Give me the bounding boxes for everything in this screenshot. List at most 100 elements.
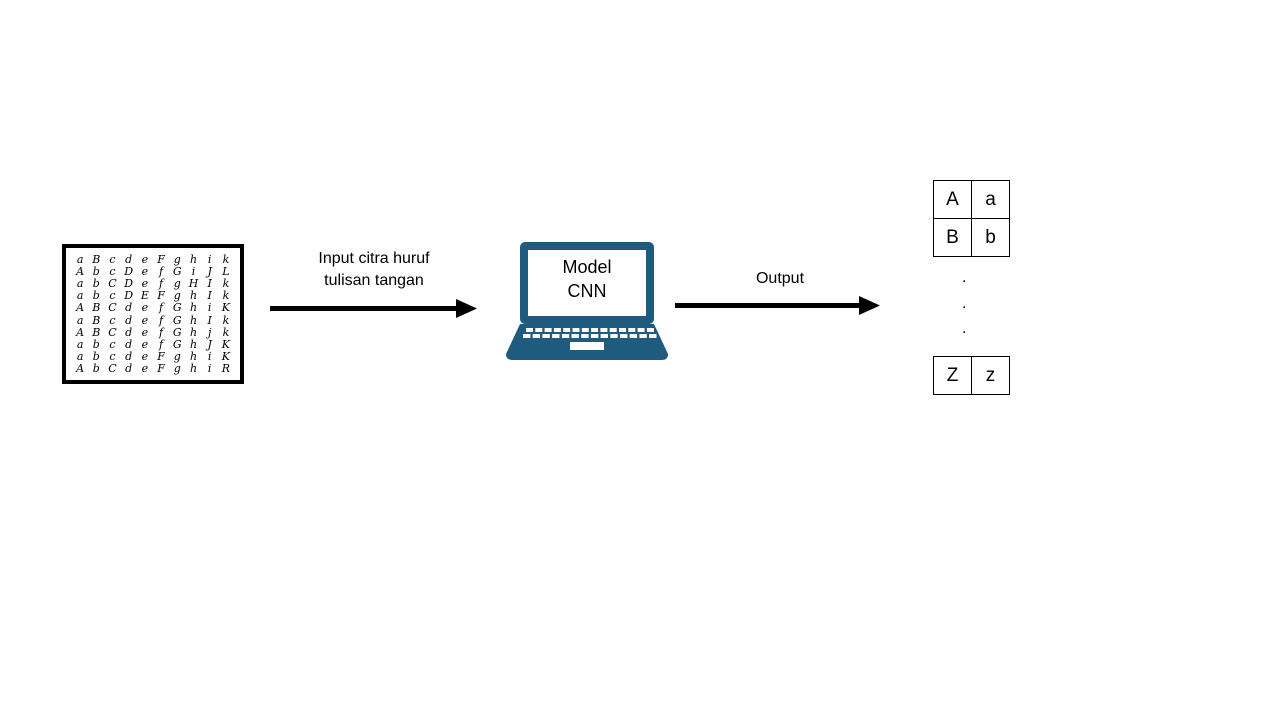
handwritten-glyph: k bbox=[222, 252, 230, 266]
output-cell: b bbox=[971, 218, 1010, 257]
handwritten-glyph: A bbox=[76, 325, 85, 339]
handwritten-glyph: B bbox=[92, 325, 101, 339]
handwritten-glyph: k bbox=[222, 276, 230, 290]
laptop-key bbox=[620, 334, 628, 338]
handwritten-glyph: K bbox=[221, 301, 230, 315]
laptop-key bbox=[649, 334, 657, 338]
ellipsis-dot: . bbox=[962, 320, 967, 337]
ellipsis-dot: . bbox=[962, 295, 967, 312]
laptop-key bbox=[619, 328, 626, 332]
handwritten-glyph: b bbox=[92, 350, 100, 364]
laptop-key bbox=[600, 328, 608, 332]
handwritten-glyph: c bbox=[109, 350, 116, 364]
output-table-top: A a B b bbox=[933, 180, 1010, 257]
model-label-line1: Model bbox=[562, 257, 612, 277]
handwritten-glyph: b bbox=[92, 362, 100, 376]
laptop-key bbox=[542, 334, 550, 338]
handwritten-glyph: d bbox=[125, 337, 133, 351]
input-arrow bbox=[270, 299, 477, 318]
handwritten-glyph: k bbox=[222, 325, 230, 339]
handwritten-glyph: g bbox=[173, 362, 181, 376]
laptop-key bbox=[553, 328, 561, 332]
handwritten-glyph: h bbox=[189, 313, 198, 327]
handwritten-glyph: e bbox=[141, 325, 149, 339]
handwritten-glyph: K bbox=[221, 337, 230, 351]
handwritten-glyph: R bbox=[221, 362, 231, 376]
ellipsis-dot: . bbox=[962, 269, 967, 286]
handwritten-glyph: F bbox=[157, 350, 165, 364]
handwritten-glyph: c bbox=[109, 289, 116, 303]
laptop-key bbox=[600, 334, 608, 338]
handwritten-glyph: e bbox=[141, 337, 149, 351]
laptop-key bbox=[629, 334, 638, 338]
handwritten-glyph: d bbox=[125, 350, 133, 364]
output-cell: A bbox=[933, 180, 972, 219]
handwritten-glyph: i bbox=[207, 301, 212, 315]
laptop-key bbox=[535, 328, 543, 332]
handwritten-glyph: g bbox=[173, 289, 181, 303]
handwritten-glyph: h bbox=[189, 325, 198, 339]
handwritten-glyph: B bbox=[92, 301, 101, 315]
handwritten-glyph: e bbox=[141, 362, 149, 376]
input-arrow-shaft bbox=[270, 306, 458, 311]
laptop-key bbox=[646, 328, 654, 332]
handwritten-glyph: B bbox=[92, 313, 101, 327]
handwritten-glyph: L bbox=[222, 264, 230, 278]
handwritten-glyph: f bbox=[159, 337, 164, 351]
handwritten-glyph: J bbox=[207, 264, 212, 278]
handwritten-glyph: b bbox=[92, 289, 100, 303]
handwritten-glyph: h bbox=[189, 362, 198, 376]
laptop-key bbox=[552, 334, 560, 338]
laptop-key bbox=[572, 328, 580, 332]
handwritten-glyph: I bbox=[207, 276, 212, 290]
handwritten-glyph: i bbox=[191, 264, 196, 278]
handwritten-glyph: G bbox=[172, 301, 182, 315]
handwritten-glyph: g bbox=[173, 350, 181, 364]
handwritten-glyph: c bbox=[109, 337, 116, 351]
handwritten-glyph: h bbox=[189, 337, 198, 351]
input-arrow-head bbox=[456, 299, 477, 318]
handwritten-glyph: F bbox=[157, 362, 165, 376]
input-label: Input citra huruf tulisan tangan bbox=[282, 248, 466, 292]
laptop-key bbox=[532, 334, 541, 338]
laptop-key bbox=[610, 334, 618, 338]
laptop-key bbox=[637, 328, 645, 332]
handwritten-glyph: b bbox=[92, 337, 100, 351]
laptop-key bbox=[581, 328, 589, 332]
output-cell: B bbox=[933, 218, 972, 257]
model-label-line2: CNN bbox=[567, 281, 607, 301]
handwritten-glyph: d bbox=[125, 301, 133, 315]
laptop-key bbox=[563, 328, 571, 332]
handwritten-glyph: e bbox=[141, 276, 149, 290]
handwritten-glyph: i bbox=[207, 362, 212, 376]
handwritten-glyph: d bbox=[125, 362, 133, 376]
handwritten-glyph: a bbox=[76, 276, 84, 290]
handwritten-glyph: e bbox=[141, 350, 149, 364]
laptop-key bbox=[571, 334, 579, 338]
laptop-screen bbox=[528, 250, 646, 316]
handwritten-glyph: G bbox=[172, 337, 182, 351]
handwritten-glyph: I bbox=[207, 289, 212, 303]
output-cell: z bbox=[971, 356, 1010, 395]
handwritten-glyph: F bbox=[157, 252, 165, 266]
output-arrow-head bbox=[859, 296, 880, 315]
handwritten-glyph: a bbox=[76, 313, 84, 327]
handwritten-glyph: a bbox=[76, 350, 84, 364]
laptop-key bbox=[591, 328, 599, 332]
handwritten-glyph: i bbox=[207, 350, 212, 364]
handwritten-glyph: G bbox=[172, 313, 182, 327]
output-row-b: B b bbox=[933, 218, 1010, 257]
handwritten-glyph: e bbox=[141, 301, 149, 315]
handwritten-glyph: C bbox=[108, 362, 117, 376]
output-row-a: A a bbox=[933, 180, 1010, 219]
handwritten-glyph: c bbox=[109, 264, 116, 278]
laptop-key bbox=[561, 334, 570, 338]
handwritten-glyph: b bbox=[92, 264, 100, 278]
laptop-touchpad bbox=[570, 342, 604, 350]
handwritten-glyph: h bbox=[189, 289, 198, 303]
handwritten-glyph: E bbox=[140, 289, 149, 303]
handwritten-glyph: g bbox=[173, 276, 181, 290]
output-arrow-shaft bbox=[675, 303, 861, 308]
